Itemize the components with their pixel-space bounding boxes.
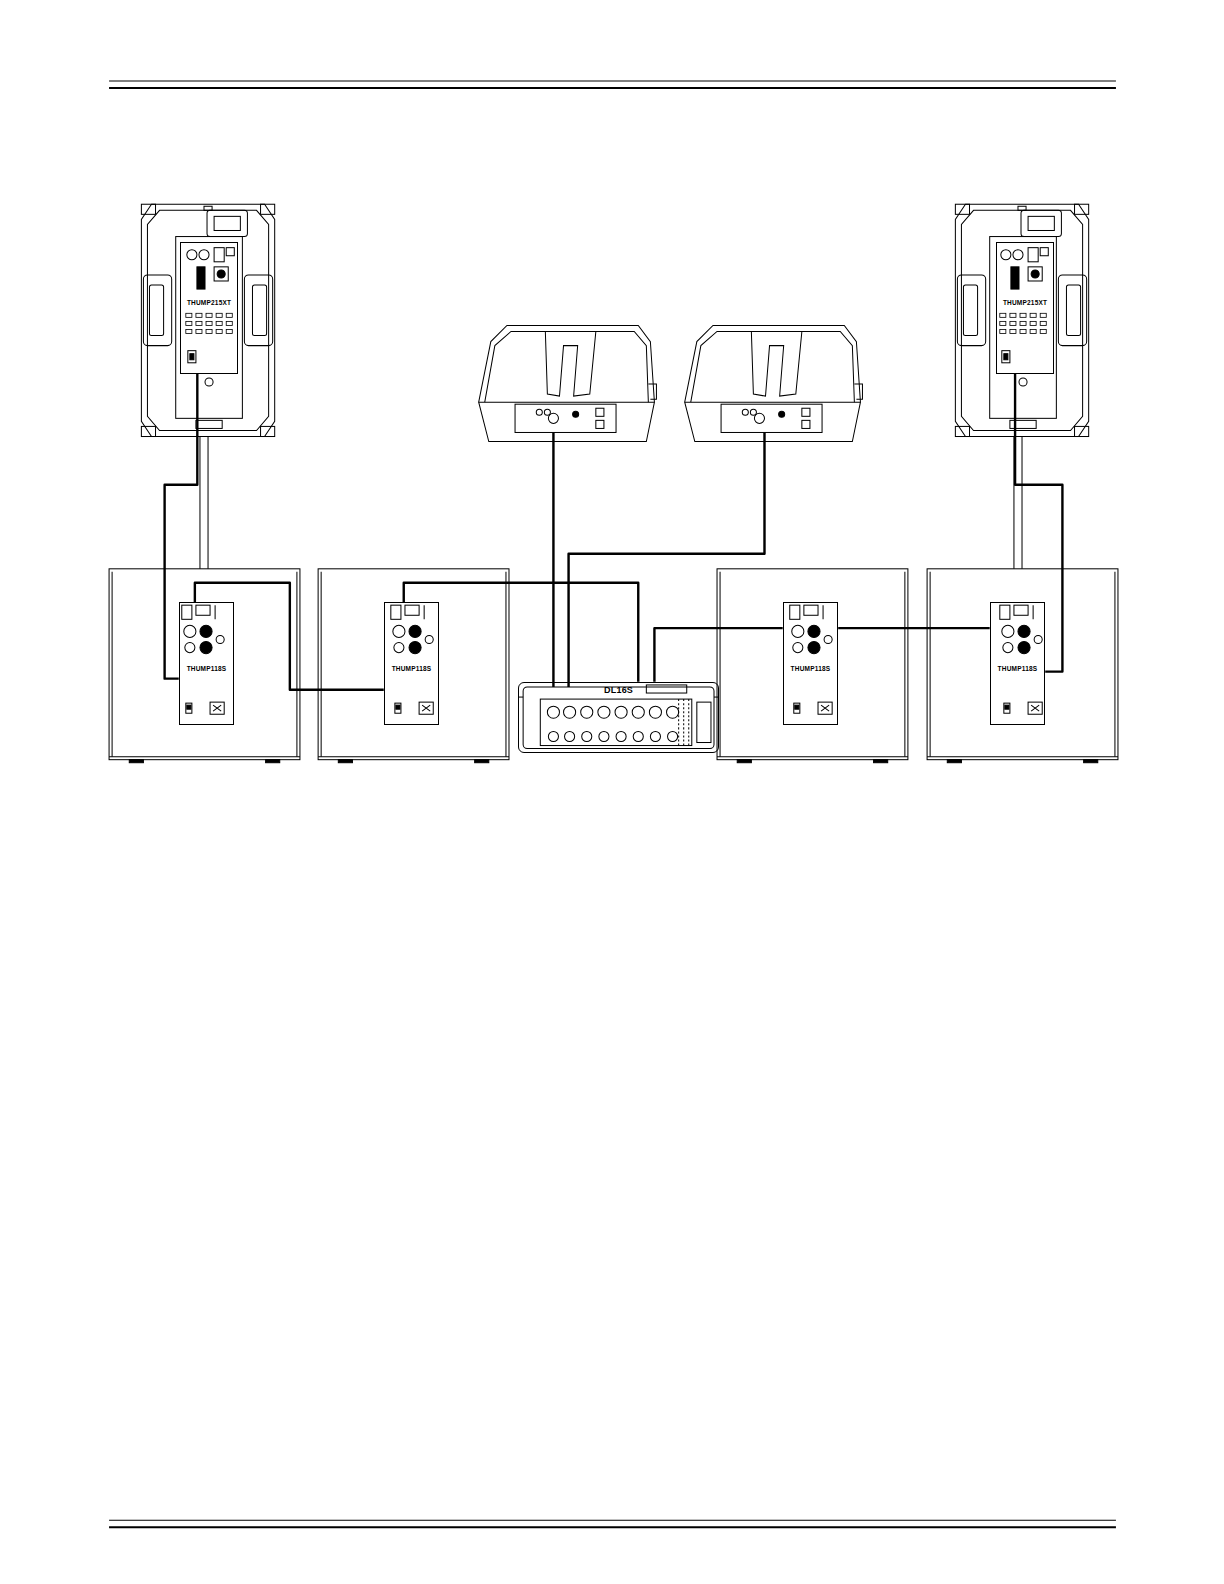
subwoofer xyxy=(927,569,1118,763)
audio-cable xyxy=(1015,374,1062,672)
mixer-body xyxy=(679,699,689,745)
model-label: DL16S xyxy=(519,686,718,696)
mixer-body xyxy=(633,731,643,741)
mixer-body xyxy=(646,685,686,693)
subwoofer-panel: THUMP118S xyxy=(179,602,235,725)
subwoofer xyxy=(109,569,300,763)
subwoofer-panel: THUMP118S xyxy=(783,602,839,725)
footer-rule xyxy=(109,1526,1116,1528)
model-label: THUMP118S xyxy=(991,665,1045,672)
mixer-body xyxy=(582,731,592,741)
mixer-body xyxy=(599,731,609,741)
subwoofer-panel: THUMP118S xyxy=(990,602,1046,725)
mixer-body xyxy=(548,731,558,741)
audio-cable xyxy=(654,628,782,682)
audio-cable xyxy=(838,627,989,629)
monitor-speaker xyxy=(685,325,863,441)
mixer-body xyxy=(668,731,678,741)
speaker-pole xyxy=(200,437,1022,569)
speaker-pole xyxy=(1022,437,1023,569)
subwoofer-panel: THUMP118S xyxy=(384,602,440,725)
model-label: THUMP215XT xyxy=(997,299,1054,306)
footer-rule xyxy=(109,1520,1116,1521)
mixer-body xyxy=(697,702,711,742)
speaker-pole xyxy=(208,437,209,569)
monitor-cable xyxy=(553,432,764,686)
audio-cable xyxy=(195,583,384,690)
mixer: DL16S xyxy=(518,682,719,754)
mixer-body xyxy=(540,699,691,745)
model-label: THUMP118S xyxy=(784,665,838,672)
mixer-body xyxy=(632,706,644,718)
mixer-body xyxy=(565,731,575,741)
header-rule xyxy=(109,81,1116,88)
speaker-panel: THUMP215XT xyxy=(180,242,239,373)
monitor-speaker xyxy=(479,325,657,441)
top-speaker xyxy=(141,204,274,436)
model-label: THUMP118S xyxy=(385,665,439,672)
mixer-body xyxy=(616,731,626,741)
mixer-body xyxy=(564,706,576,718)
speaker-panel: THUMP215XT xyxy=(996,242,1055,373)
mixer-body xyxy=(581,706,593,718)
model-label: THUMP215XT xyxy=(181,299,238,306)
monitor-cable xyxy=(552,432,554,686)
model-label: THUMP118S xyxy=(180,665,234,672)
mixer-body xyxy=(547,706,559,718)
speaker-pole xyxy=(199,437,200,569)
mixer-body xyxy=(649,706,661,718)
footer-rule xyxy=(109,1520,1116,1527)
header-rule xyxy=(109,81,1116,82)
mixer-body xyxy=(615,706,627,718)
header-rule xyxy=(109,87,1116,89)
monitor-cable xyxy=(569,432,765,686)
subwoofer xyxy=(717,569,908,763)
top-speaker xyxy=(955,204,1088,436)
mixer-body xyxy=(598,706,610,718)
audio-cable xyxy=(165,374,198,679)
mixer-body xyxy=(650,731,660,741)
mixer-body xyxy=(667,706,679,718)
subwoofer xyxy=(318,569,509,763)
mixer-body xyxy=(523,687,714,749)
mixer-body xyxy=(518,685,719,749)
